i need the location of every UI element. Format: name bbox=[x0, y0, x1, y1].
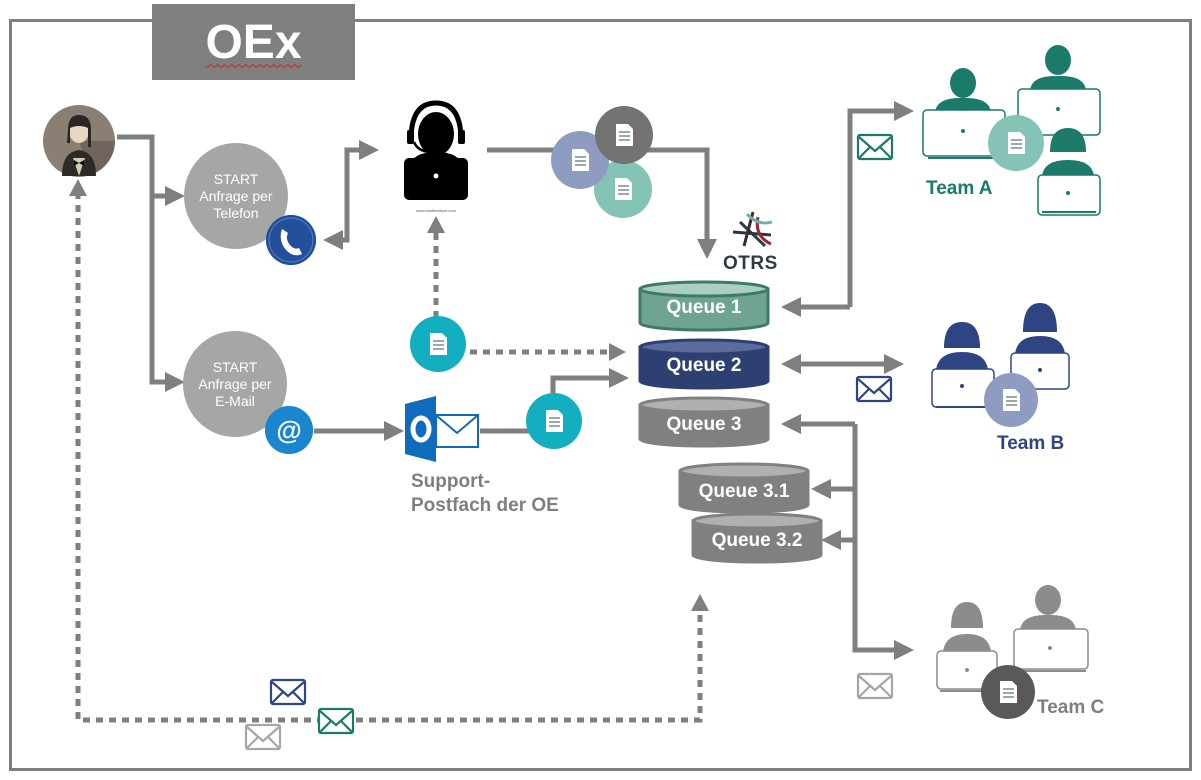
diagram-title: OEx bbox=[205, 15, 302, 69]
title-box: OEx bbox=[152, 4, 355, 80]
team-a-person-2 bbox=[1017, 45, 1101, 136]
team-c-label: Team C bbox=[1037, 697, 1105, 718]
dotted-arrowheads bbox=[69, 179, 709, 611]
otrs-logo-icon bbox=[732, 211, 773, 248]
queue-3-2-cylinder bbox=[691, 512, 823, 564]
team-a-illustration bbox=[922, 45, 1101, 216]
start-email-line2: Anfrage per bbox=[198, 375, 272, 392]
support-mailbox-line1: Support- bbox=[411, 471, 491, 492]
queue-1-cylinder bbox=[638, 280, 770, 332]
envelope-icon-team-a bbox=[856, 133, 894, 161]
team-a-person-3 bbox=[1037, 128, 1101, 216]
svg-text:@: @ bbox=[276, 415, 301, 445]
dotted-return-to-customer bbox=[75, 195, 703, 723]
start-email-line3: E-Mail bbox=[215, 392, 255, 409]
otrs-label: OTRS bbox=[723, 253, 778, 274]
envelope-icon-return-grey bbox=[244, 723, 282, 751]
service-desk-agent-icon: www.shutterstock.com bbox=[404, 100, 468, 213]
queue-3-1-label: Queue 3.1 bbox=[698, 481, 790, 502]
team-c-document-icon bbox=[981, 665, 1035, 719]
team-a-person-1 bbox=[922, 68, 1006, 159]
envelope-icon-team-b bbox=[855, 375, 893, 403]
team-c-person-1 bbox=[936, 602, 998, 692]
diagram-frame bbox=[9, 19, 1192, 771]
svg-text:www.shutterstock.com: www.shutterstock.com bbox=[416, 208, 456, 213]
customer-avatar-icon bbox=[43, 105, 115, 177]
dotted-arrows bbox=[75, 195, 703, 723]
queue-3-label: Queue 3 bbox=[666, 414, 742, 435]
team-a-document-icon bbox=[988, 115, 1044, 171]
envelope-icon-return-blue bbox=[269, 678, 307, 706]
team-c-illustration bbox=[936, 585, 1089, 719]
start-node-phone: START Anfrage per Telefon bbox=[184, 143, 288, 249]
support-mailbox-label: Support- Postfach der OE bbox=[411, 470, 559, 518]
support-mailbox-line2: Postfach der OE bbox=[411, 495, 559, 516]
start-email-line1: START bbox=[212, 358, 258, 375]
envelope-icon-return-green bbox=[317, 707, 355, 735]
arrow-customer-to-email-start bbox=[149, 196, 176, 385]
start-phone-line1: START bbox=[213, 170, 259, 187]
queue-cylinders bbox=[638, 280, 823, 564]
queue-3-1-cylinder bbox=[678, 462, 810, 514]
team-b-person-1 bbox=[931, 322, 995, 408]
team-b-illustration bbox=[931, 303, 1070, 427]
start-phone-line3: Telefon bbox=[213, 204, 259, 221]
start-node-email: START Anfrage per E-Mail bbox=[183, 331, 287, 437]
arrow-doc-to-queue2 bbox=[550, 368, 629, 400]
queue-2-label: Queue 2 bbox=[666, 355, 742, 376]
document-cluster bbox=[551, 106, 653, 218]
team-b-label: Team B bbox=[997, 433, 1065, 454]
document-icon-email-ticket bbox=[526, 393, 582, 449]
envelope-icon-team-c bbox=[856, 672, 894, 700]
team-a-label: Team A bbox=[926, 178, 993, 199]
team-b-document-icon bbox=[984, 373, 1038, 427]
document-icon-phone-ticket bbox=[410, 316, 466, 372]
queue-1-label: Queue 1 bbox=[666, 297, 742, 318]
queue-3-cylinder bbox=[638, 396, 770, 448]
team-c-person-2 bbox=[1013, 585, 1089, 672]
arrow-customer-to-phone-start bbox=[117, 134, 185, 206]
start-phone-line2: Anfrage per bbox=[199, 187, 273, 204]
outlook-icon bbox=[405, 396, 479, 462]
arrow-agent-phone-bidir bbox=[334, 140, 379, 243]
queue-2-cylinder bbox=[638, 338, 770, 390]
queue-3-2-label: Queue 3.2 bbox=[711, 530, 803, 551]
